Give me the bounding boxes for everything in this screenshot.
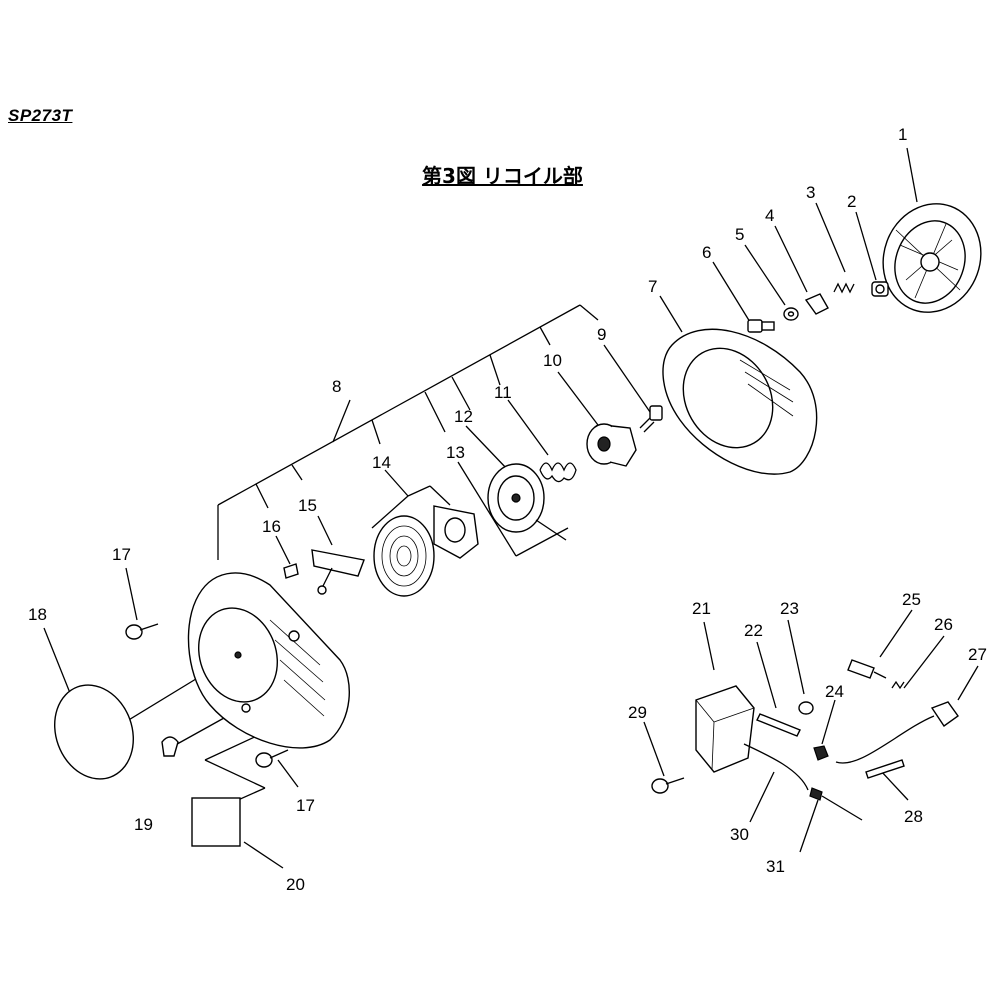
callout-24: 24: [825, 682, 844, 701]
callout-7: 7: [648, 277, 657, 296]
callout-25: 25: [902, 590, 921, 609]
tube-part-22: [756, 713, 801, 737]
callout-13: 13: [446, 443, 465, 462]
callout-8: 8: [332, 377, 341, 396]
callout-5: 5: [735, 225, 744, 244]
pawl-part-4: [804, 293, 829, 315]
callout-3: 3: [806, 183, 815, 202]
bolt-part-6: [747, 319, 775, 333]
spring-part-26: [891, 680, 905, 690]
callout-14: 14: [372, 453, 391, 472]
terminal-part-24: [813, 745, 829, 761]
fan-cover-part-7: [662, 328, 818, 475]
handle-part-15: [311, 549, 365, 595]
callout-1: 1: [898, 125, 907, 144]
spark-plug-part-25: [847, 659, 887, 679]
washer-part-23: [798, 701, 814, 715]
leader-lines: [43, 147, 979, 869]
flywheel-part-1: [882, 203, 982, 313]
label-part-20: [191, 797, 241, 847]
cap-part-19: [161, 736, 179, 757]
rope-part-13: [535, 519, 567, 541]
callout-11: 11: [494, 383, 512, 402]
screw-part-17-bottom: [255, 749, 289, 768]
callout-26: 26: [934, 615, 953, 634]
callout-29: 29: [628, 703, 647, 722]
diagram-title: 第3図 リコイル部: [422, 164, 583, 188]
wire-part-30: [743, 743, 809, 791]
callout-19: 19: [134, 815, 153, 834]
screw-part-17-top: [125, 623, 159, 640]
callout-18: 18: [28, 605, 47, 624]
callout-labels: 1 2 3 4 5 6 7 8 9 10 11 12 13 14 15 16 1…: [28, 125, 987, 894]
screw-part-9: [639, 405, 663, 433]
callout-9: 9: [597, 325, 606, 344]
callout-23: 23: [780, 599, 799, 618]
model-number: SP273T: [8, 106, 73, 125]
nut-part-2: [871, 281, 889, 297]
reel-part-12: [487, 463, 545, 533]
cord-part-28: [835, 715, 935, 779]
callout-4: 4: [765, 206, 774, 225]
callout-17-top: 17: [112, 545, 131, 564]
spring-part-3: [833, 282, 855, 294]
callout-31: 31: [766, 857, 785, 876]
callout-28: 28: [904, 807, 923, 826]
callout-21: 21: [692, 599, 711, 618]
washer-part-5: [783, 307, 799, 321]
callout-6: 6: [702, 243, 711, 262]
plug-cap-part-27: [930, 701, 959, 727]
callout-30: 30: [730, 825, 749, 844]
pulley-hub-part-10: [586, 423, 637, 467]
callout-20: 20: [286, 875, 305, 894]
terminal-part-31: [809, 787, 863, 821]
spring-part-11: [539, 462, 577, 483]
callout-12: 12: [454, 407, 473, 426]
ignition-coil-part-21: [695, 685, 755, 773]
callout-17-bottom: 17: [296, 796, 315, 815]
decal-part-18: [53, 684, 135, 780]
callout-10: 10: [543, 351, 562, 370]
clip-part-16: [283, 563, 299, 579]
callout-2: 2: [847, 192, 856, 211]
spring-case-part-14: [373, 505, 479, 597]
callout-16: 16: [262, 517, 281, 536]
callout-27: 27: [968, 645, 987, 664]
bolt-part-29: [651, 777, 685, 794]
callout-15: 15: [298, 496, 317, 515]
callout-22: 22: [744, 621, 763, 640]
starter-housing-part-8: [187, 572, 350, 749]
